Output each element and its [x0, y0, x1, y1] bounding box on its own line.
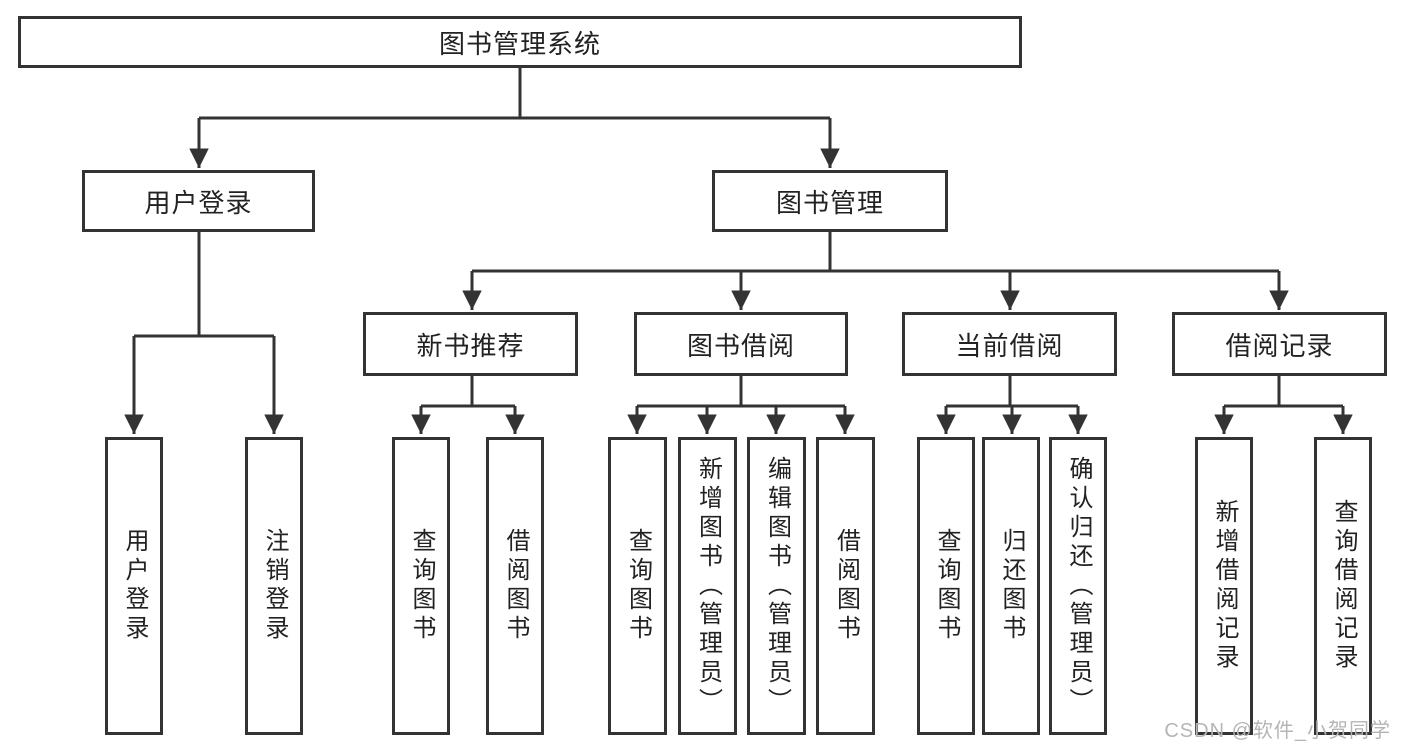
- connector-userlogin-to-leaves: [134, 232, 274, 338]
- leaf-query-books-1: 查询图书: [392, 437, 450, 735]
- leaf-query-borrow-record-label: 查询借阅记录: [1330, 499, 1357, 673]
- node-current-borrow-label: 当前借阅: [955, 330, 1064, 361]
- leaf-edit-book-admin: 编辑图书（管理员）: [747, 437, 806, 735]
- node-new-book-recommend-label: 新书推荐: [416, 330, 525, 361]
- leaf-query-books-1-label: 查询图书: [408, 528, 435, 644]
- leaf-user-login: 用户登录: [105, 437, 163, 735]
- connector-currentborrow-to-leaves: [946, 376, 1078, 408]
- leaf-confirm-return-admin-label: 确认归还（管理员）: [1065, 455, 1092, 717]
- node-current-borrow: 当前借阅: [902, 312, 1117, 376]
- node-user-login: 用户登录: [82, 170, 315, 232]
- node-book-borrow: 图书借阅: [634, 312, 848, 376]
- leaf-query-books-2-label: 查询图书: [624, 528, 652, 644]
- leaf-query-books-2: 查询图书: [608, 437, 667, 735]
- node-library-system-label: 图书管理系统: [438, 28, 601, 59]
- leaf-logout-label: 注销登录: [261, 528, 288, 644]
- node-book-management: 图书管理: [712, 170, 948, 232]
- connector-bookmgmt-to-level3: [472, 232, 1279, 273]
- leaf-borrow-books-2: 借阅图书: [816, 437, 875, 735]
- leaf-edit-book-admin-label: 编辑图书（管理员）: [763, 455, 791, 717]
- leaf-query-books-3: 查询图书: [917, 437, 975, 735]
- leaf-add-borrow-record-label: 新增借阅记录: [1211, 499, 1238, 673]
- node-borrow-records: 借阅记录: [1172, 312, 1387, 376]
- node-new-book-recommend: 新书推荐: [363, 312, 578, 376]
- connector-borrowrecord-to-leaves: [1224, 376, 1343, 408]
- leaf-query-borrow-record: 查询借阅记录: [1314, 437, 1372, 735]
- leaf-add-borrow-record: 新增借阅记录: [1195, 437, 1253, 735]
- node-library-system: 图书管理系统: [18, 16, 1022, 68]
- connector-bookborrow-to-leaves: [637, 376, 845, 408]
- leaf-borrow-books-2-label: 借阅图书: [832, 528, 860, 644]
- leaf-query-books-3-label: 查询图书: [933, 528, 960, 644]
- node-book-management-label: 图书管理: [775, 187, 884, 218]
- leaf-return-books: 归还图书: [982, 437, 1040, 735]
- leaf-user-login-label: 用户登录: [121, 528, 148, 644]
- leaf-borrow-books-1: 借阅图书: [486, 437, 544, 735]
- csdn-watermark: CSDN @软件_小贺同学: [1164, 720, 1391, 742]
- connector-root-to-level2: [199, 68, 830, 120]
- leaf-confirm-return-admin: 确认归还（管理员）: [1049, 437, 1107, 735]
- node-book-borrow-label: 图书借阅: [686, 330, 795, 361]
- leaf-borrow-books-1-label: 借阅图书: [502, 528, 529, 644]
- leaf-add-book-admin-label: 新增图书（管理员）: [694, 455, 722, 717]
- leaf-add-book-admin: 新增图书（管理员）: [678, 437, 737, 735]
- node-user-login-label: 用户登录: [144, 187, 253, 218]
- leaf-logout: 注销登录: [245, 437, 303, 735]
- node-borrow-records-label: 借阅记录: [1225, 330, 1334, 361]
- leaf-return-books-label: 归还图书: [998, 528, 1025, 644]
- connector-newrec-to-leaves: [421, 376, 515, 408]
